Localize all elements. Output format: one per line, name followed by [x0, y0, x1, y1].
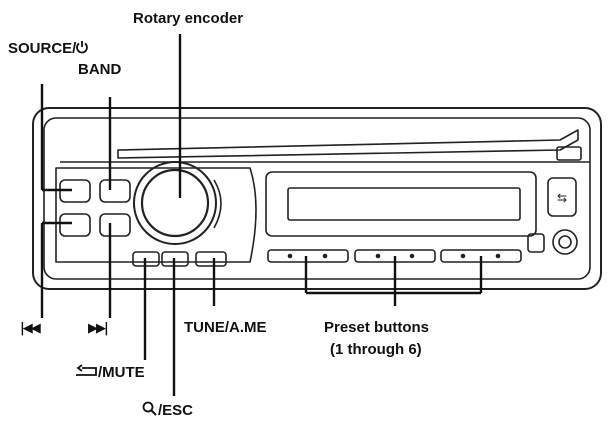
usb-port[interactable]: [547, 177, 577, 217]
prev-track-button[interactable]: [59, 213, 91, 237]
band-button[interactable]: [99, 179, 131, 203]
rotary-encoder-knob[interactable]: [140, 168, 210, 238]
preset-button-1-2[interactable]: [267, 249, 349, 263]
label-esc-text: /ESC: [158, 402, 194, 419]
label-preset-line2: (1 through 6): [330, 341, 422, 358]
next-track-button[interactable]: [99, 213, 131, 237]
faceplate-outer: [32, 107, 602, 290]
label-source-text: SOURCE/: [8, 40, 77, 57]
rotary-encoder-ring[interactable]: [133, 161, 217, 245]
leader-lines: [40, 34, 483, 396]
label-esc: /ESC: [142, 401, 193, 420]
label-tune-ame: TUNE/A.ME: [184, 319, 267, 336]
label-mute-text: /MUTE: [98, 364, 145, 381]
return-arrow-icon: [76, 364, 97, 376]
aux-button[interactable]: [527, 233, 545, 253]
label-mute: /MUTE: [74, 364, 145, 382]
cd-slot: [117, 129, 579, 159]
label-next-track: ▶▶|: [88, 321, 109, 336]
magnifier-icon: [142, 401, 157, 416]
label-prev-track: |◀◀: [20, 321, 41, 336]
aux-jack-hole: [558, 235, 572, 249]
encoder-side-arc: [213, 179, 222, 229]
label-source: SOURCE/: [8, 40, 89, 58]
aux-jack[interactable]: [552, 229, 578, 255]
label-preset-line1: Preset buttons: [324, 319, 430, 336]
usb-icon: ⇆: [557, 191, 567, 205]
label-band: BAND: [78, 61, 122, 78]
label-rotary-encoder: Rotary encoder: [133, 10, 244, 27]
power-icon: [76, 41, 89, 54]
display-screen: [287, 187, 521, 221]
release-button[interactable]: [556, 146, 582, 161]
left-control-panel: [55, 167, 257, 263]
display-window: [265, 171, 537, 237]
tune-ame-button[interactable]: [195, 251, 227, 267]
faceplate-inner: [43, 117, 591, 280]
